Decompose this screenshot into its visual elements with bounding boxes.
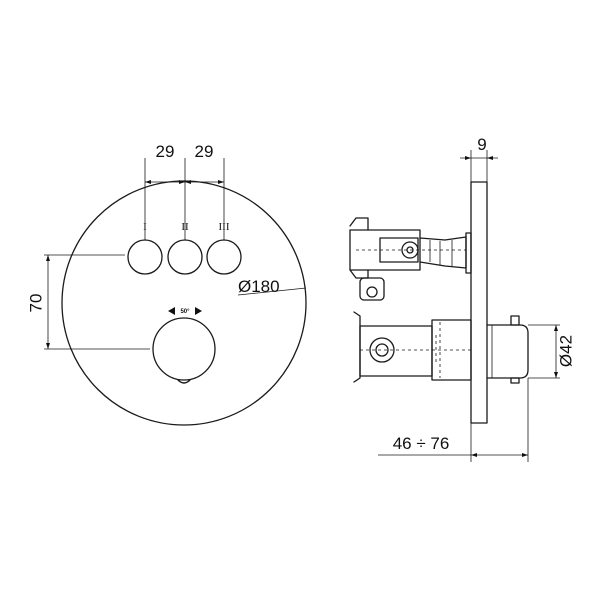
dim-knob-diameter: Ø42 bbox=[556, 335, 575, 367]
arrow-right-icon bbox=[195, 307, 202, 315]
knob-indicator-notch bbox=[177, 379, 191, 384]
side-knob bbox=[486, 324, 529, 379]
depth-range-dimension: 46 ÷ 76 bbox=[378, 378, 529, 462]
diverter-body bbox=[349, 217, 472, 301]
dim-height: 70 bbox=[26, 294, 45, 313]
side-view: 9 bbox=[349, 135, 575, 462]
side-cover-plate bbox=[470, 181, 488, 424]
dim-depth-range: 46 ÷ 76 bbox=[393, 434, 450, 453]
diameter-dimension: Ø180 bbox=[237, 277, 307, 296]
rotation-indicator: 50° bbox=[168, 307, 202, 315]
selector-button-1 bbox=[127, 239, 163, 275]
selector-button-3 bbox=[206, 239, 242, 275]
plate-thickness-dimension: 9 bbox=[460, 135, 498, 182]
arrow-left-icon bbox=[168, 307, 175, 315]
dim-plate-thickness: 9 bbox=[477, 135, 486, 154]
dim-diameter: Ø180 bbox=[238, 277, 280, 296]
thermostat-body bbox=[353, 311, 529, 384]
button-spacing-dimension: 29 29 bbox=[144, 142, 225, 240]
dim-spacing-right: 29 bbox=[195, 142, 214, 161]
dim-spacing-left: 29 bbox=[156, 142, 175, 161]
selector-button-2 bbox=[167, 239, 203, 275]
rotation-angle-label: 50° bbox=[180, 309, 190, 315]
thermostat-knob bbox=[152, 317, 216, 381]
knob-diameter-dimension: Ø42 bbox=[528, 324, 575, 379]
cover-plate-outline bbox=[61, 180, 307, 426]
height-dimension: 70 bbox=[26, 254, 150, 350]
front-view: I II III 50° 29 29 bbox=[26, 142, 307, 426]
